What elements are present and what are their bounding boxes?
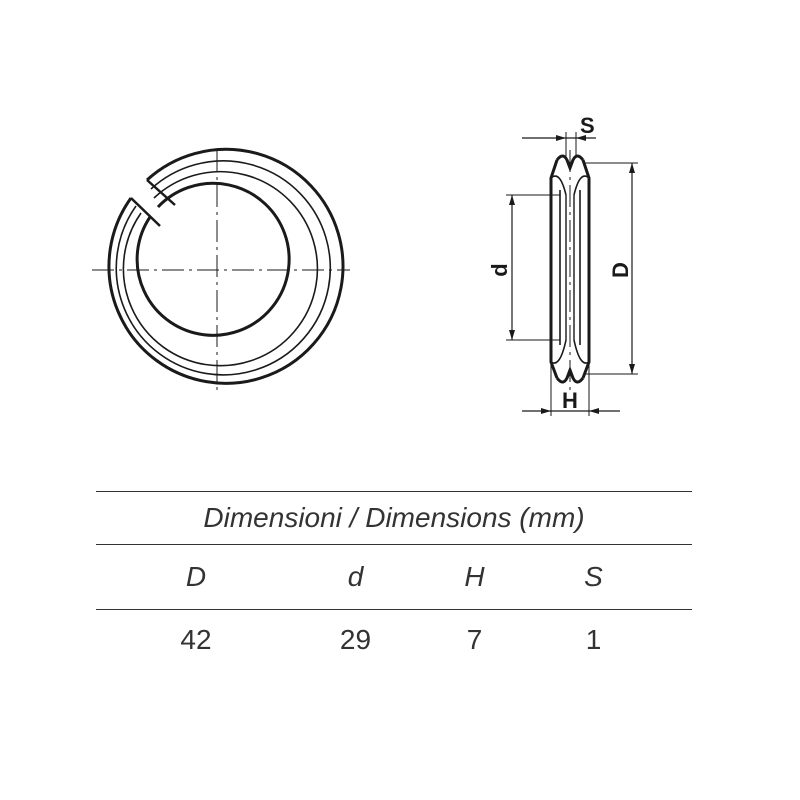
D-dim-label: D [608, 262, 633, 278]
header-H: H [464, 561, 485, 592]
section-top-inner [550, 175, 590, 196]
value-S: 1 [585, 624, 602, 655]
header-d: d [347, 561, 364, 592]
technical-drawing: S d D H [92, 113, 638, 416]
table-header-row: D d H S [96, 545, 692, 609]
table-header-rule [96, 609, 692, 610]
h-dim-arrow-left [541, 408, 551, 414]
table-caption: Dimensioni / Dimensions (mm) [203, 502, 585, 533]
d-dim-label: d [487, 263, 512, 276]
h-dim-label: H [562, 388, 578, 413]
slot-edge-lower [130, 197, 161, 227]
h-dim-arrow-right [589, 408, 599, 414]
ring-second-outline [115, 160, 332, 376]
section-bottom-cap [555, 365, 585, 384]
D-dim-arrow-top [629, 163, 635, 173]
side-view [506, 132, 638, 416]
header-D: D [185, 561, 207, 592]
section-bottom-inner [550, 339, 590, 364]
d-dim-arrow-bottom [509, 330, 515, 340]
table-caption-rule [96, 544, 692, 545]
d-dim-arrow-top [509, 195, 515, 205]
section-outer-left [549, 159, 559, 379]
ring-outer-outline [107, 147, 345, 385]
s-dim-arrow-right [576, 135, 586, 141]
s-dim-label: S [580, 113, 595, 138]
D-dim-arrow-bottom [629, 364, 635, 374]
dimensions-table: Dimensioni / Dimensions (mm) D d H S 42 … [96, 491, 692, 670]
section-top-cap [555, 154, 585, 173]
header-S: S [584, 561, 603, 592]
ring-third-outline [122, 170, 319, 367]
section-outer-right [581, 159, 591, 379]
table-top-rule [96, 491, 692, 492]
value-d: 29 [339, 624, 372, 655]
s-dim-arrow-left [556, 135, 566, 141]
slot-edge-upper [146, 179, 176, 206]
table-value-row: 42 29 7 1 [96, 610, 692, 670]
value-H: 7 [466, 624, 483, 655]
value-D: 42 [180, 624, 212, 655]
ring-inner-outline [135, 181, 291, 337]
front-view [92, 147, 350, 395]
